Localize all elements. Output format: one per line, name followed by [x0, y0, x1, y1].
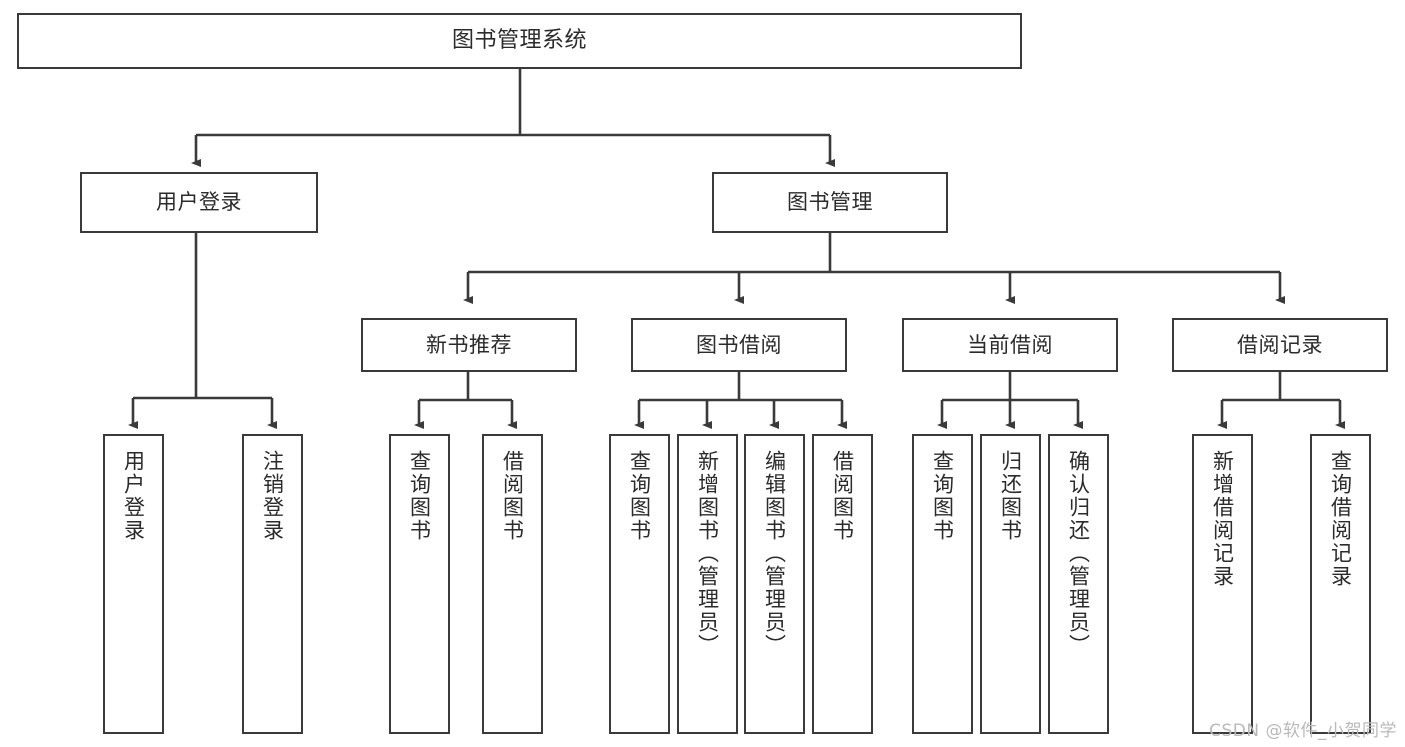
node-label: 图书管理 — [787, 190, 873, 215]
node-current-borrow[interactable]: 当前借阅 — [902, 318, 1118, 372]
node-label: 用户登录 — [156, 190, 242, 215]
leaf-recommend-borrow-book[interactable]: 借阅图书 — [482, 434, 543, 734]
node-label: 当前借阅 — [967, 332, 1053, 357]
leaf-current-return-book[interactable]: 归还图书 — [980, 434, 1041, 734]
leaf-current-query-book[interactable]: 查询图书 — [912, 434, 973, 734]
leaf-user-login-logout[interactable]: 注销登录 — [242, 434, 303, 734]
node-label: 图书借阅 — [696, 332, 782, 357]
node-label: 借阅记录 — [1237, 332, 1323, 357]
node-label: 借阅图书 — [830, 450, 855, 542]
node-user-login[interactable]: 用户登录 — [80, 172, 318, 233]
node-book-management[interactable]: 图书管理 — [712, 172, 948, 233]
leaf-borrow-edit-book[interactable]: 编辑图书（管理员） — [744, 434, 805, 734]
leaf-borrow-add-book[interactable]: 新增图书（管理员） — [677, 434, 738, 734]
leaf-user-login-login[interactable]: 用户登录 — [103, 434, 164, 734]
leaf-current-confirm-return[interactable]: 确认归还（管理员） — [1048, 434, 1109, 734]
node-label: 新增图书（管理员） — [695, 450, 720, 657]
node-label: 新书推荐 — [426, 332, 512, 357]
node-label: 借阅图书 — [500, 450, 525, 542]
node-root-system[interactable]: 图书管理系统 — [17, 13, 1022, 69]
node-label: 用户登录 — [121, 450, 146, 542]
node-label: 图书管理系统 — [451, 28, 587, 54]
node-label: 查询图书 — [627, 450, 652, 542]
leaf-record-add-record[interactable]: 新增借阅记录 — [1192, 434, 1253, 734]
leaf-borrow-query-book[interactable]: 查询图书 — [609, 434, 670, 734]
node-label: 归还图书 — [998, 450, 1023, 542]
node-label: 注销登录 — [260, 450, 285, 542]
node-borrow-record[interactable]: 借阅记录 — [1172, 318, 1388, 372]
leaf-recommend-query-book[interactable]: 查询图书 — [389, 434, 450, 734]
node-label: 查询图书 — [407, 450, 432, 542]
node-label: 编辑图书（管理员） — [762, 450, 787, 657]
node-new-book-recommend[interactable]: 新书推荐 — [361, 318, 577, 372]
node-label: 新增借阅记录 — [1210, 450, 1235, 588]
leaf-borrow-borrow-book[interactable]: 借阅图书 — [812, 434, 873, 734]
node-label: 确认归还（管理员） — [1066, 450, 1091, 657]
node-label: 查询借阅记录 — [1328, 450, 1353, 588]
leaf-record-query-record[interactable]: 查询借阅记录 — [1310, 434, 1371, 734]
node-label: 查询图书 — [930, 450, 955, 542]
node-book-borrow[interactable]: 图书借阅 — [631, 318, 847, 372]
